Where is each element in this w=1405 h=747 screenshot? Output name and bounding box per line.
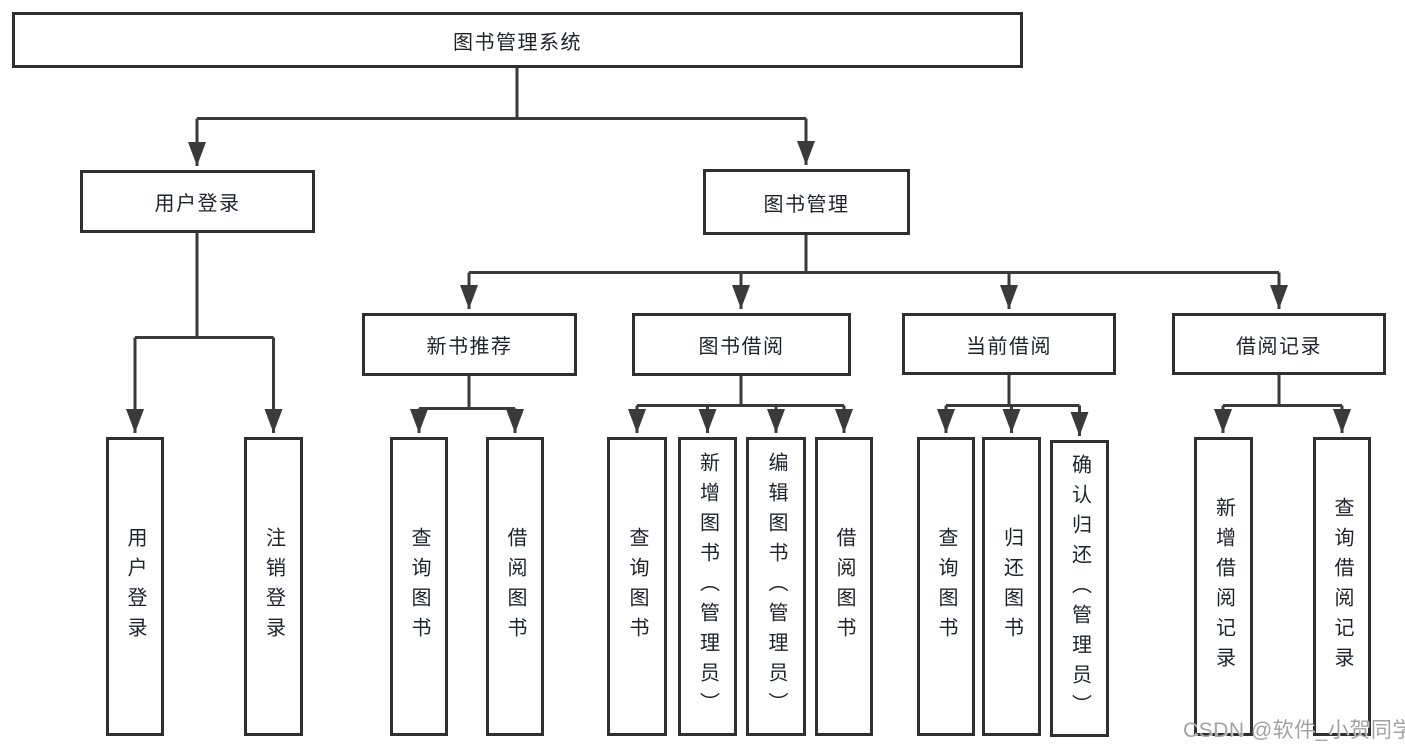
- node-new-book-recommend-label: 新书推荐: [426, 336, 513, 358]
- leaf-user-login: 用户登录: [106, 437, 164, 736]
- leaf-add-borrow-record: 新增借阅记录: [1194, 437, 1253, 736]
- leaf-add-books-admin: 新增图书（管理员）: [678, 437, 737, 736]
- leaf-logout-label: 注销登录: [262, 526, 285, 647]
- leaf-query-borrow-record: 查询借阅记录: [1313, 437, 1371, 736]
- node-current-borrow-label: 当前借阅: [966, 335, 1052, 358]
- node-book-management: 图书管理: [703, 169, 910, 235]
- leaf-query-books-borrow-label: 查询图书: [626, 526, 648, 647]
- watermark-text: CSDN @软件_小贺同学: [1183, 719, 1405, 742]
- node-user-login-label: 用户登录: [154, 193, 241, 215]
- leaf-add-borrow-record-label: 新增借阅记录: [1212, 496, 1235, 677]
- leaf-confirm-return-admin-label: 确认归还（管理员）: [1068, 453, 1091, 724]
- node-book-borrow-label: 图书借阅: [698, 336, 785, 358]
- leaf-logout: 注销登录: [244, 437, 303, 736]
- node-new-book-recommend: 新书推荐: [362, 313, 577, 376]
- leaf-return-books: 归还图书: [982, 437, 1041, 736]
- node-borrow-records: 借阅记录: [1172, 313, 1386, 375]
- leaf-query-books-borrow: 查询图书: [607, 437, 667, 736]
- leaf-borrow-books-label: 借阅图书: [833, 526, 855, 647]
- leaf-edit-books-admin: 编辑图书（管理员）: [746, 437, 806, 736]
- node-root-label: 图书管理系统: [453, 31, 582, 54]
- leaf-borrow-books: 借阅图书: [815, 437, 873, 736]
- leaf-query-borrow-record-label: 查询借阅记录: [1331, 496, 1353, 677]
- leaf-borrow-books-recommend: 借阅图书: [486, 437, 544, 736]
- leaf-query-books-current: 查询图书: [917, 437, 975, 736]
- node-borrow-records-label: 借阅记录: [1236, 335, 1322, 358]
- leaf-user-login-label: 用户登录: [124, 526, 146, 647]
- node-current-borrow: 当前借阅: [902, 313, 1116, 375]
- leaf-query-books-recommend: 查询图书: [390, 437, 448, 736]
- node-root-system: 图书管理系统: [12, 12, 1023, 68]
- node-book-borrow: 图书借阅: [632, 313, 851, 376]
- leaf-confirm-return-admin: 确认归还（管理员）: [1050, 440, 1109, 737]
- leaf-query-books-recommend-label: 查询图书: [408, 526, 430, 647]
- node-book-management-label: 图书管理: [763, 193, 850, 216]
- node-user-login: 用户登录: [80, 170, 315, 233]
- leaf-add-books-admin-label: 新增图书（管理员）: [696, 451, 719, 722]
- leaf-edit-books-admin-label: 编辑图书（管理员）: [765, 451, 787, 722]
- leaf-query-books-current-label: 查询图书: [935, 526, 957, 647]
- leaf-borrow-books-recommend-label: 借阅图书: [504, 526, 526, 647]
- leaf-return-books-label: 归还图书: [1000, 526, 1023, 647]
